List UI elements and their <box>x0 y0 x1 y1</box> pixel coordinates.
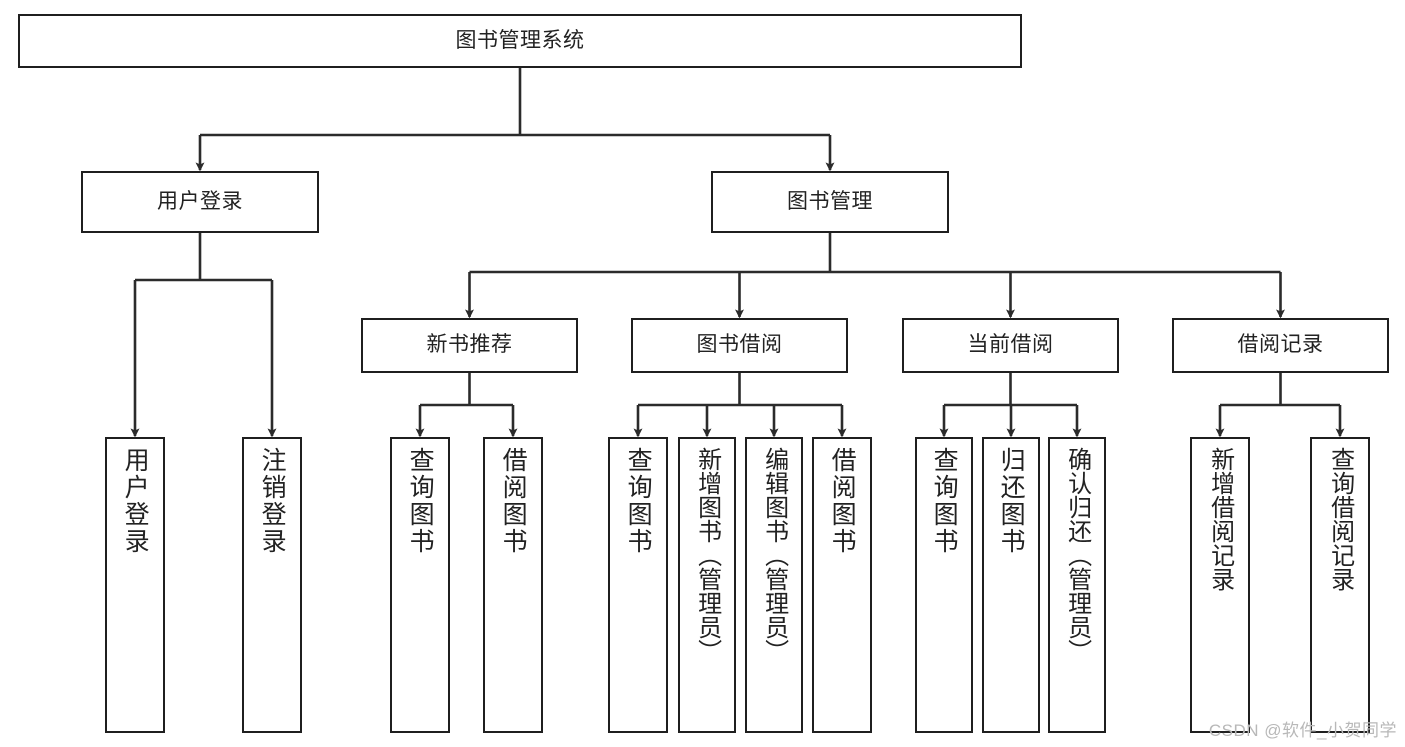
node-leaf-borrow-1[interactable]: 借阅图书 <box>483 437 543 733</box>
node-label: 查询图书 <box>406 447 435 555</box>
node-leaf-query-2[interactable]: 查询图书 <box>608 437 668 733</box>
node-label: 查询图书 <box>930 447 959 555</box>
node-label: 注销登录 <box>258 447 287 555</box>
node-label: 图书管理 <box>787 189 873 213</box>
csdn-watermark: CSDN @软件_小贺同学 <box>1208 721 1397 740</box>
node-label: 编辑图书（管理员） <box>760 447 788 663</box>
node-root[interactable]: 图书管理系统 <box>18 14 1022 68</box>
node-user-login[interactable]: 用户登录 <box>81 171 319 233</box>
node-label: 借阅记录 <box>1237 333 1324 357</box>
node-label: 借阅图书 <box>499 447 528 555</box>
node-label: 当前借阅 <box>967 333 1054 357</box>
node-book-borrow[interactable]: 图书借阅 <box>631 318 848 373</box>
node-leaf-query-1[interactable]: 查询图书 <box>390 437 450 733</box>
node-label: 查询图书 <box>624 447 653 555</box>
node-label: 用户登录 <box>121 447 150 555</box>
node-borrow-record[interactable]: 借阅记录 <box>1172 318 1389 373</box>
node-new-book-rec[interactable]: 新书推荐 <box>361 318 578 373</box>
node-label: 图书借阅 <box>696 333 783 357</box>
node-label: 新书推荐 <box>426 333 513 357</box>
node-leaf-query-3[interactable]: 查询图书 <box>915 437 973 733</box>
node-leaf-user-login[interactable]: 用户登录 <box>105 437 165 733</box>
node-leaf-confirm[interactable]: 确认归还（管理员） <box>1048 437 1106 733</box>
node-leaf-logout[interactable]: 注销登录 <box>242 437 302 733</box>
node-current-borrow[interactable]: 当前借阅 <box>902 318 1119 373</box>
node-label: 查询借阅记录 <box>1326 447 1354 591</box>
node-label: 用户登录 <box>157 189 243 213</box>
node-label: 确认归还（管理员） <box>1063 447 1091 663</box>
node-book-manage[interactable]: 图书管理 <box>711 171 949 233</box>
node-label: 新增图书（管理员） <box>693 447 721 663</box>
node-label: 图书管理系统 <box>455 28 585 52</box>
node-leaf-add-rec[interactable]: 新增借阅记录 <box>1190 437 1250 733</box>
node-leaf-add-book[interactable]: 新增图书（管理员） <box>678 437 736 733</box>
node-label: 归还图书 <box>997 447 1026 555</box>
node-label: 借阅图书 <box>828 447 857 555</box>
node-label: 新增借阅记录 <box>1206 447 1234 591</box>
node-leaf-borrow-2[interactable]: 借阅图书 <box>812 437 872 733</box>
node-leaf-return[interactable]: 归还图书 <box>982 437 1040 733</box>
node-leaf-query-rec[interactable]: 查询借阅记录 <box>1310 437 1370 733</box>
node-leaf-edit-book[interactable]: 编辑图书（管理员） <box>745 437 803 733</box>
